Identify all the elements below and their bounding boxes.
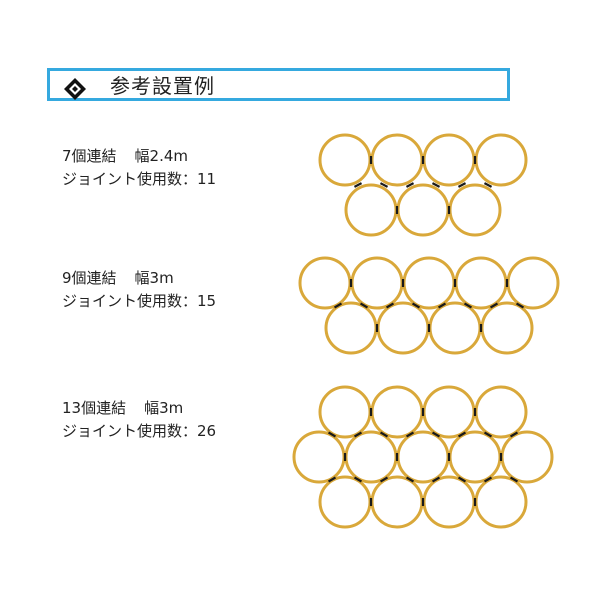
joint [353, 476, 363, 483]
joint [509, 431, 519, 438]
joint [457, 182, 467, 188]
joint [483, 431, 493, 438]
example-1-count: 7個連結 [62, 147, 117, 165]
ring [422, 475, 476, 529]
example-1-width: 幅2.4m [134, 147, 189, 165]
joint [457, 476, 467, 483]
joint [405, 182, 415, 188]
ring [292, 430, 346, 484]
joint [353, 431, 363, 438]
joint [457, 431, 467, 438]
page-title: 参考設置例 [110, 74, 215, 98]
ring [448, 430, 502, 484]
ring [370, 475, 424, 529]
example-1-joints: ジョイント使用数：11 [62, 170, 217, 188]
example-3-info: 13個連結幅3m ジョイント使用数：26 [62, 397, 216, 443]
joint [359, 302, 369, 309]
joint [431, 431, 441, 438]
ring [318, 475, 372, 529]
ring [474, 475, 528, 529]
example-3-joints: ジョイント使用数：26 [62, 422, 217, 440]
example-3-width: 幅3m [144, 399, 184, 417]
joint [411, 302, 421, 309]
joint [353, 182, 363, 188]
ring [396, 430, 450, 484]
ring [370, 385, 424, 439]
example-2-joints: ジョイント使用数：15 [62, 292, 217, 310]
joint [463, 302, 473, 309]
joint [431, 476, 441, 483]
joint [483, 476, 493, 483]
joint [431, 182, 441, 188]
ring [318, 385, 372, 439]
joint [385, 302, 395, 309]
joint [379, 476, 389, 483]
ring [474, 385, 528, 439]
joint [405, 476, 415, 483]
ring [344, 430, 398, 484]
example-2-info: 9個連結幅3m ジョイント使用数：15 [62, 267, 216, 313]
joint [379, 182, 389, 188]
joint [509, 476, 519, 483]
example-2-width: 幅3m [134, 269, 174, 287]
ring [500, 430, 554, 484]
example-2-count: 9個連結 [62, 269, 117, 287]
joint [437, 302, 447, 309]
joint [515, 302, 525, 309]
four-way-arrow-icon [64, 78, 86, 100]
joint [333, 302, 343, 309]
joint [489, 302, 499, 309]
joint [327, 431, 337, 438]
joint [405, 431, 415, 438]
joint [483, 182, 493, 188]
example-3-count: 13個連結 [62, 399, 127, 417]
title-frame: 参考設置例 [47, 68, 510, 101]
ring [422, 385, 476, 439]
example-1-info: 7個連結幅2.4m ジョイント使用数：11 [62, 145, 216, 191]
joint [379, 431, 389, 438]
joint [327, 476, 337, 483]
